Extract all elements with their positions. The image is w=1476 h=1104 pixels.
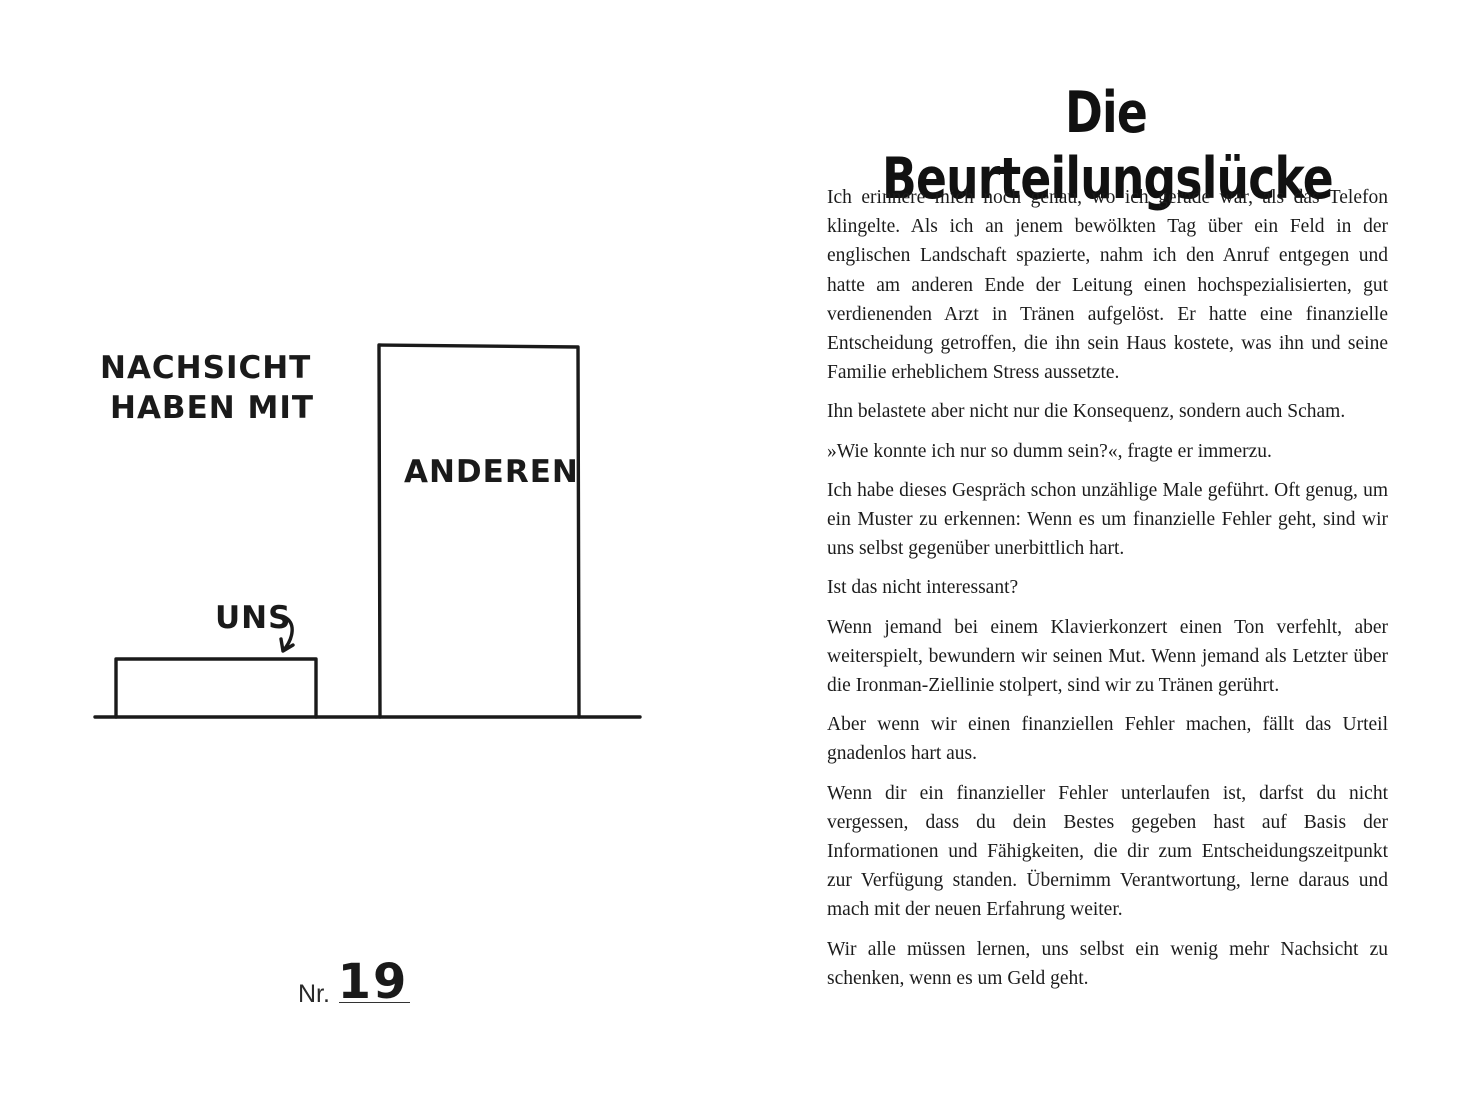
article-paragraph: Ich erinnere mich noch genau, wo ich ger… <box>827 187 1388 384</box>
article-paragraph: »Wie konnte ich nur so dumm sein?«, frag… <box>827 440 1272 462</box>
bar-anderen <box>377 343 581 719</box>
article-paragraph: Aber wenn wir einen finanziellen Fehler … <box>827 714 1388 765</box>
bar-uns <box>114 657 318 719</box>
article-paragraph: Wenn jemand bei einem Klavierkonzert ein… <box>827 616 1388 697</box>
article-paragraph: Wenn dir ein finanzieller Fehler unterla… <box>827 782 1388 921</box>
bar-anderen-label: ANDEREN <box>404 454 579 490</box>
ground-line <box>93 715 642 719</box>
article-body: Ich erinnere mich noch genau, wo ich ger… <box>827 183 1388 1003</box>
article-paragraph: Wir alle müssen lernen, uns selbst ein w… <box>827 938 1388 989</box>
left-page: NACHSICHT HABEN MIT ANDEREN UNS Nr. 19 <box>93 343 642 1010</box>
illustration-label-line1: NACHSICHT <box>100 350 311 386</box>
illustration-label-line2: HABEN MIT <box>110 390 314 426</box>
nachsicht-illustration: NACHSICHT HABEN MIT ANDEREN UNS <box>93 343 642 719</box>
article-paragraph: Ihn belastete aber nicht nur die Konsequ… <box>827 401 1346 423</box>
entry-number-label: Nr. <box>298 980 330 1008</box>
article-paragraph: Ich habe dieses Gespräch schon unzählige… <box>827 479 1388 560</box>
entry-number: 19 <box>337 954 409 1010</box>
arrow-icon <box>279 615 295 653</box>
entry-number-underline <box>339 1002 410 1003</box>
bar-uns-label: UNS <box>215 600 291 636</box>
article-title: Die Beurteilungslücke <box>882 80 1334 212</box>
right-page: Die Beurteilungslücke Ich erinnere mich … <box>738 0 1476 1104</box>
article-paragraph: Ist das nicht interessant? <box>827 577 1019 599</box>
